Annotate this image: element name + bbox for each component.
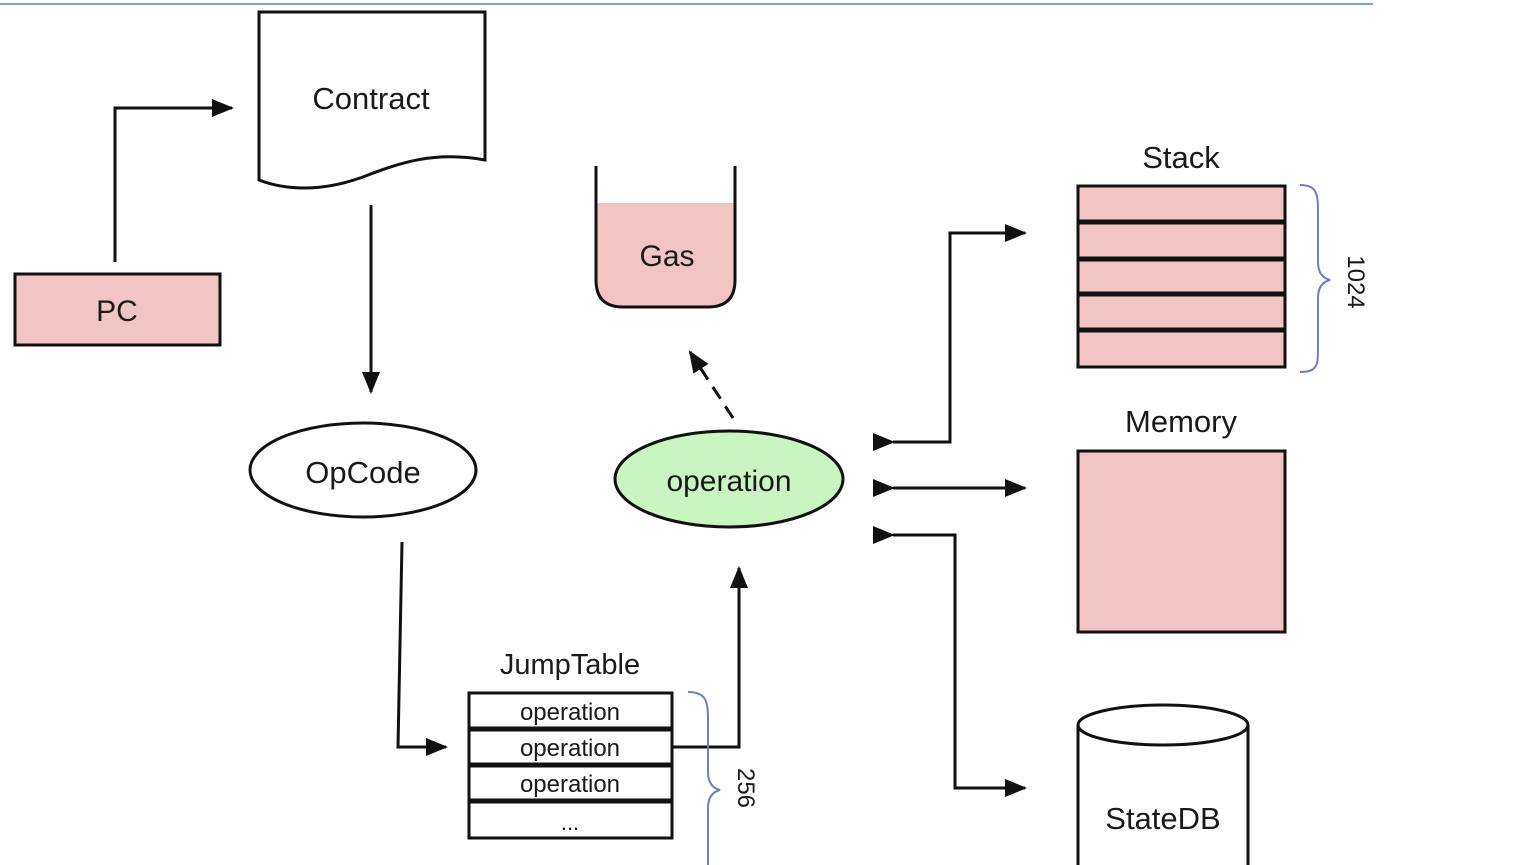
pc-label: PC [96,295,138,328]
gas-label: Gas [639,240,694,273]
edge-opcode-to-jumptable [396,541,448,756]
edge-pc-to-contract [113,99,234,262]
jumptable-row: ... [561,810,579,835]
jumptable-row: operation [520,735,620,762]
stack-node: Stack 1024 [1076,140,1369,373]
gas-node: Gas [594,166,737,309]
operation-node: operation [613,429,845,529]
stack-size-label: 1024 [1342,255,1369,308]
jumptable-size-label: 256 [732,768,759,808]
jumptable-brace [687,691,721,865]
jumptable-row: operation [520,771,620,798]
jumptable-row: operation [520,699,620,726]
edge-jumptable-to-operation [673,566,748,749]
opcode-node: OpCode [248,421,478,519]
memory-node: Memory [1076,404,1287,634]
stack-title: Stack [1142,140,1220,175]
gas-fill [596,203,735,307]
statedb-label: StateDB [1105,801,1220,836]
edge-operation-stack [873,224,1027,451]
jumptable-title: JumpTable [500,649,640,681]
memory-title: Memory [1125,404,1237,439]
statedb-node: StateDB [1076,703,1250,865]
edge-operation-to-gas [688,350,735,419]
operation-label: operation [666,465,791,498]
contract-node: Contract [257,10,487,190]
jumptable-node: JumpTable operation operation operation … [467,649,759,865]
stack-brace [1299,184,1331,373]
opcode-label: OpCode [305,455,420,490]
contract-label: Contract [312,81,430,116]
edge-operation-statedb [873,526,1027,797]
pc-node: PC [13,272,222,347]
